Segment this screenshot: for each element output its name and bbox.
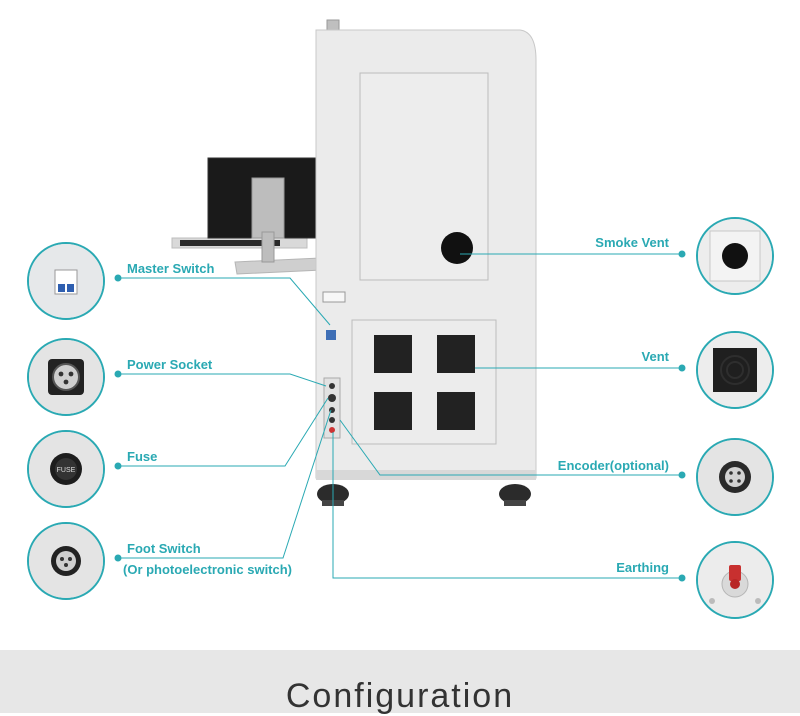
fuse-icon: FUSE	[29, 432, 103, 506]
foot-switch-connector-icon	[29, 524, 103, 598]
breaker-icon	[29, 244, 103, 318]
earthing-thumbnail	[696, 541, 774, 619]
vent-label: Vent	[641, 349, 669, 364]
vent-thumbnail	[696, 331, 774, 409]
encoder-connector-icon	[698, 440, 772, 514]
encoder-thumbnail	[696, 438, 774, 516]
configuration-diagram: FUSE	[27, 19, 774, 619]
earthing-terminal-icon	[698, 543, 772, 617]
master-switch-thumbnail	[27, 242, 105, 320]
power-socket-thumbnail	[27, 338, 105, 416]
smoke-vent-icon	[698, 219, 772, 293]
power-socket-label: Power Socket	[127, 357, 213, 372]
machine-illustration	[114, 19, 686, 582]
fuse-label: Fuse	[127, 449, 158, 464]
smoke-vent-label: Smoke Vent	[595, 235, 669, 250]
section-title: Configuration	[285, 677, 515, 715]
foot-switch-label: Foot Switch	[127, 541, 201, 556]
foot-switch-note: (Or photoelectronic switch)	[123, 562, 293, 577]
power-socket-icon	[29, 340, 103, 414]
fuse-text: FUSE	[57, 467, 76, 474]
fuse-thumbnail: FUSE	[27, 430, 105, 508]
footer-band: Configuration	[0, 650, 800, 715]
smoke-vent-thumbnail	[696, 217, 774, 295]
encoder-label: Encoder(optional)	[557, 458, 669, 473]
foot-switch-thumbnail	[27, 522, 105, 600]
vent-grille-icon	[698, 333, 772, 407]
master-switch-label: Master Switch	[127, 261, 215, 276]
earthing-label: Earthing	[616, 560, 669, 575]
